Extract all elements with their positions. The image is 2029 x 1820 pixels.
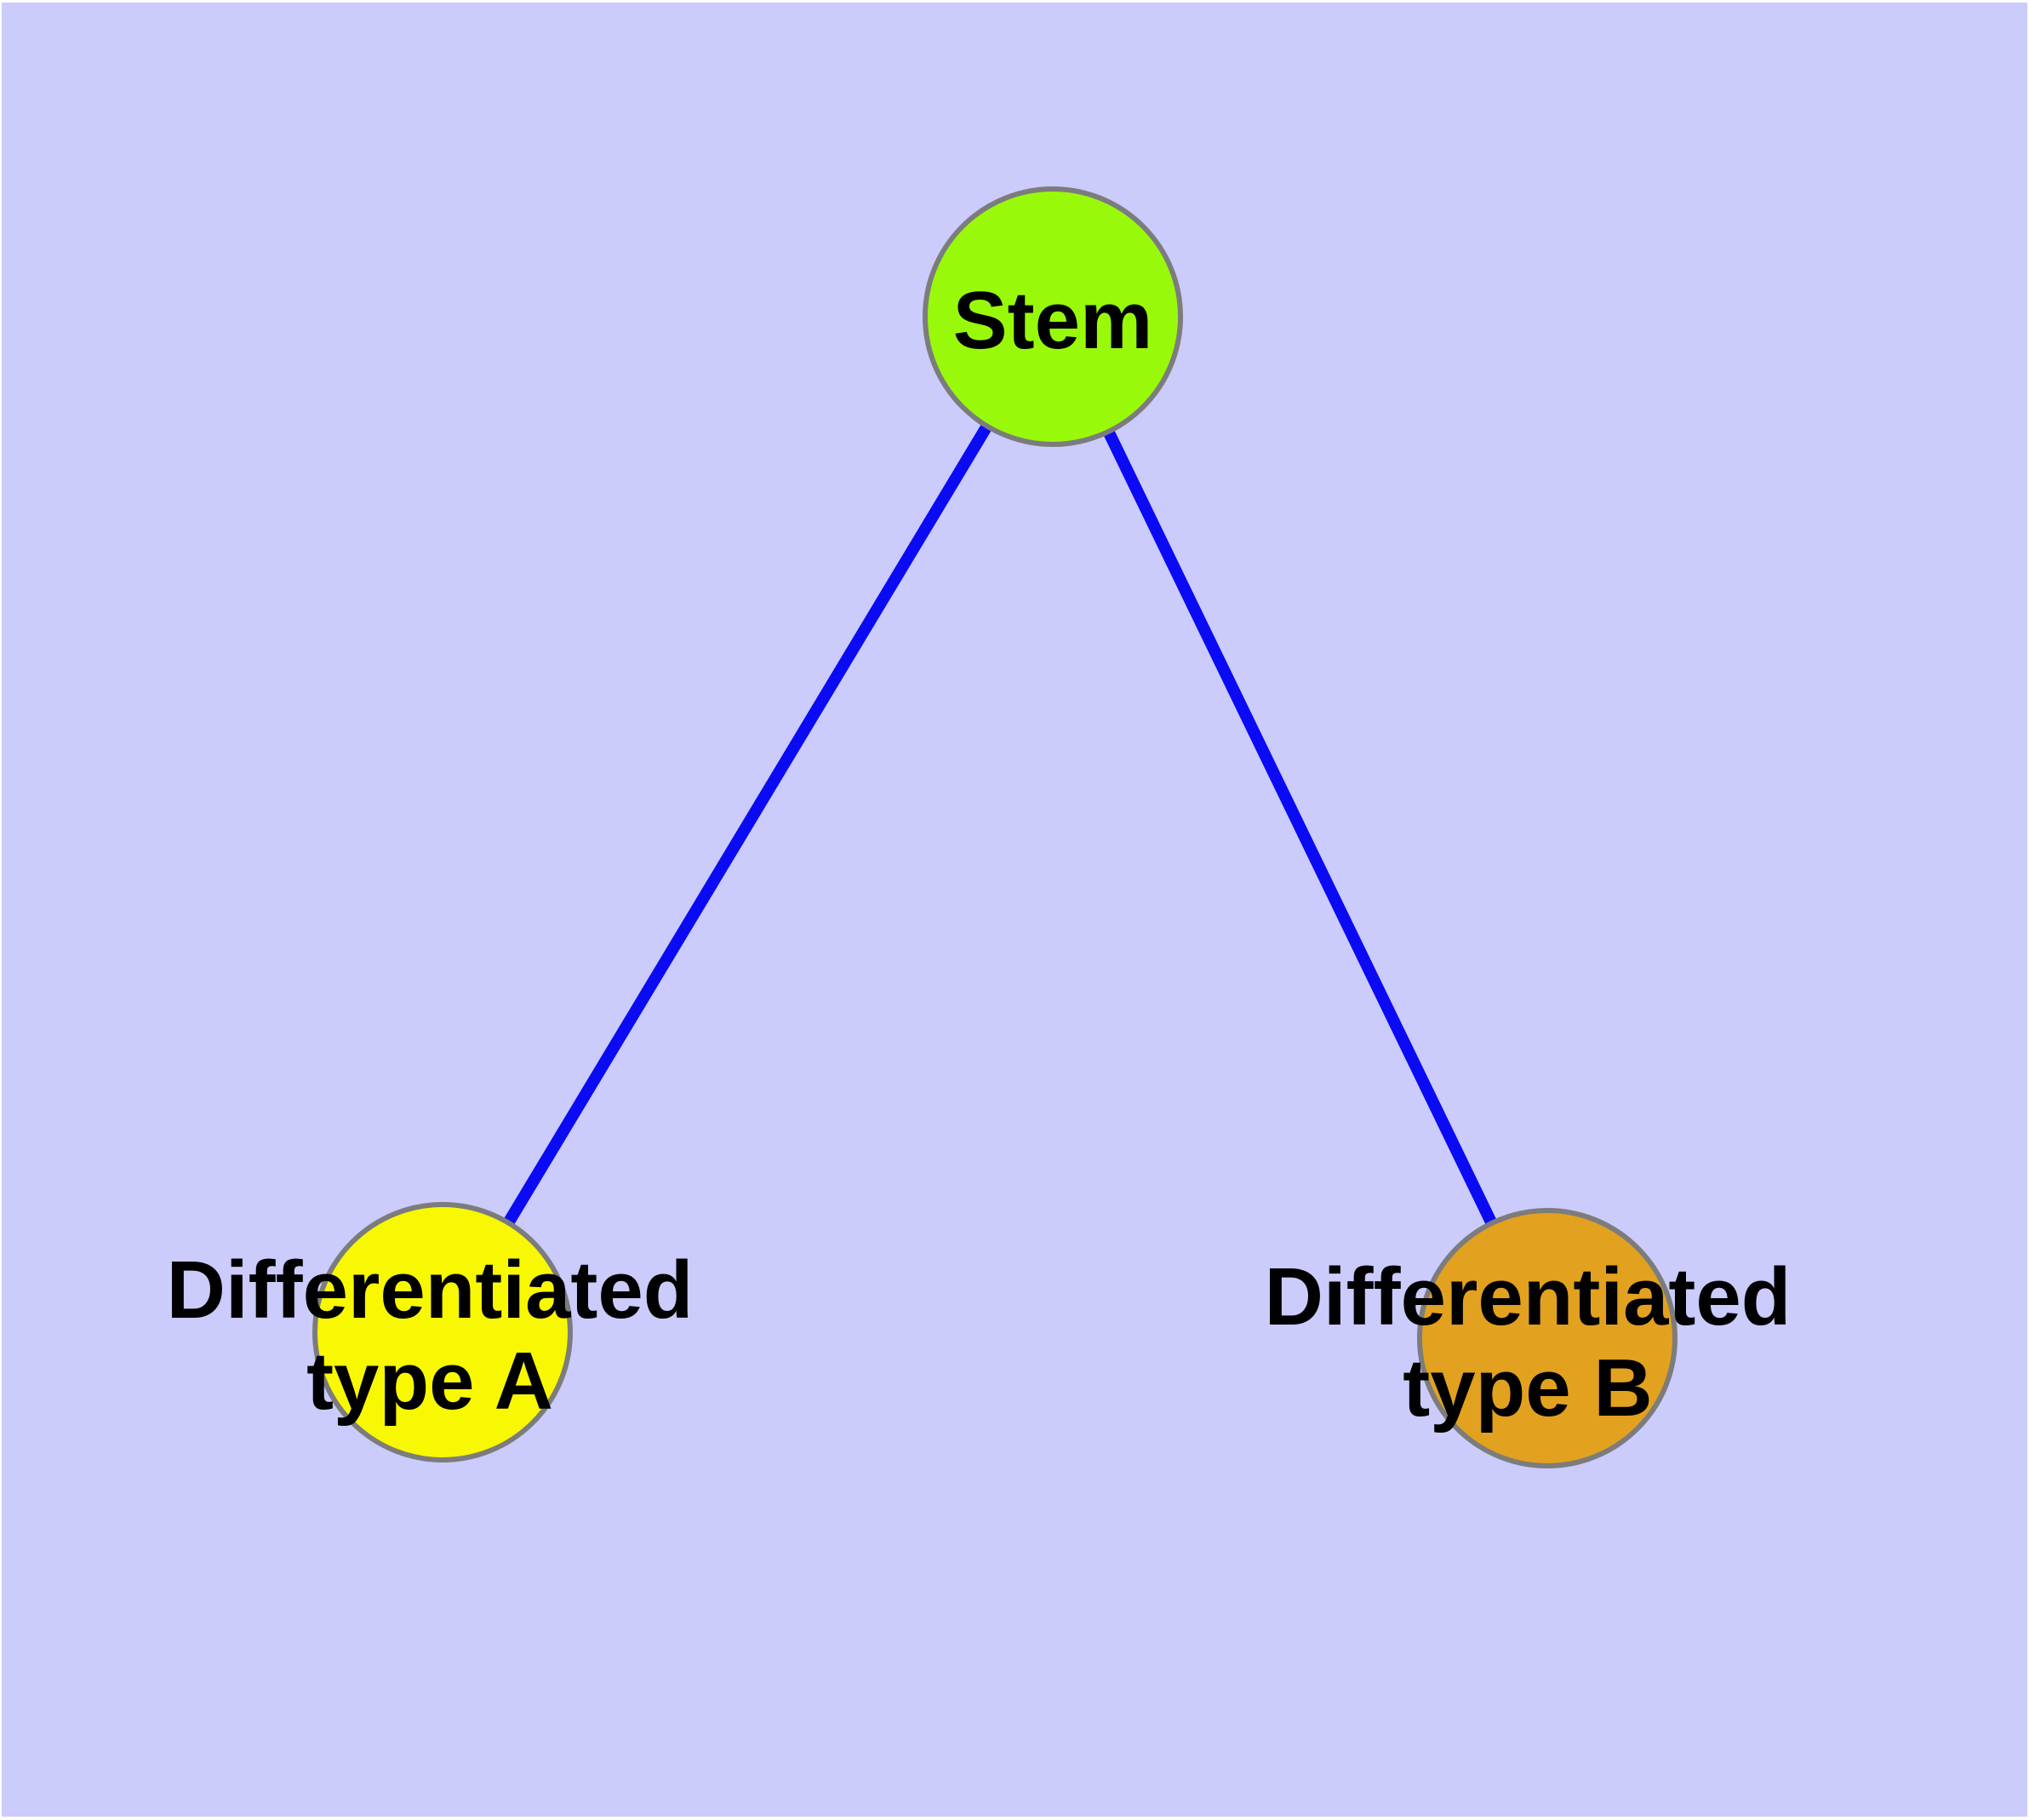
node-type-a-label-line-1: Differentiated [167, 1245, 694, 1336]
edge-stem-to-type-a [437, 313, 1058, 1336]
edge-stem-to-type-b [1047, 313, 1553, 1342]
node-type-a-label-line-2: type A [306, 1336, 553, 1427]
node-stem-label: Stem [953, 275, 1153, 366]
node-stem-circle [923, 186, 1183, 447]
node-type-b-label-line-2: type B [1403, 1342, 1652, 1434]
node-type-b-circle [1417, 1208, 1677, 1468]
node-type-b-label-line-1: Differentiated [1265, 1251, 1792, 1342]
node-type-a-circle [312, 1202, 573, 1462]
